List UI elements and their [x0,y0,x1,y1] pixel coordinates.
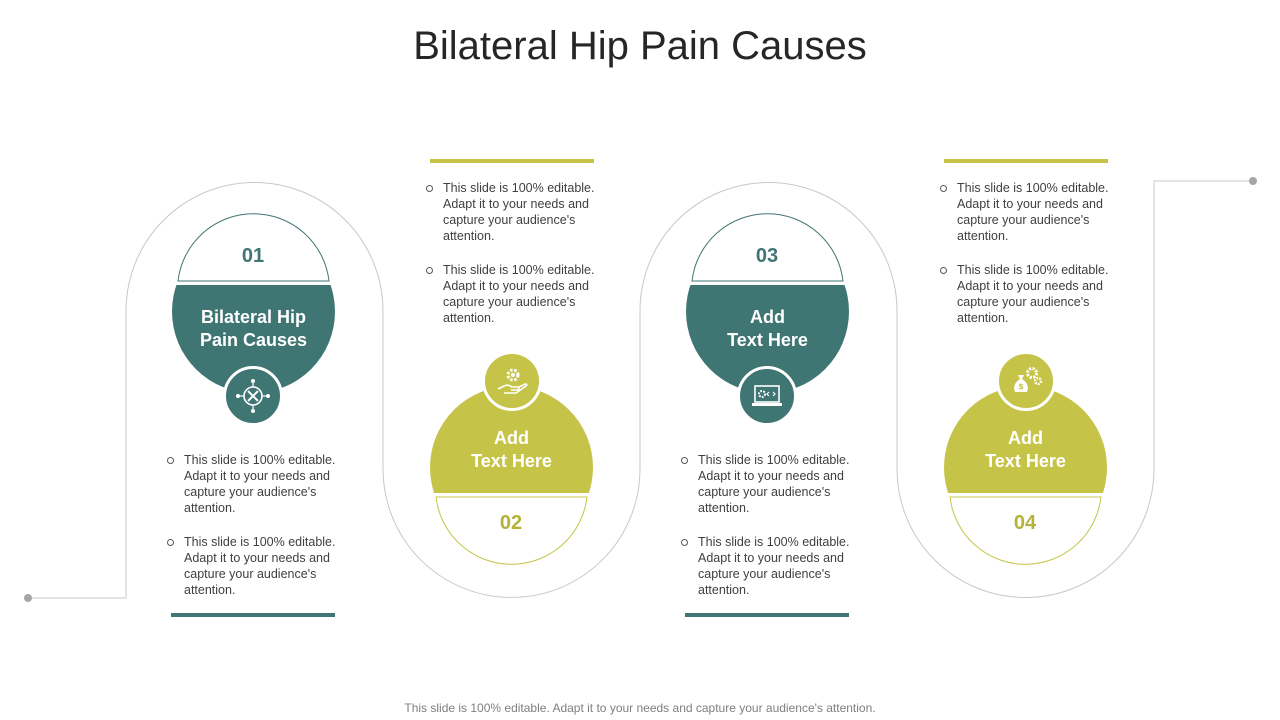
step-03-bullet-2: This slide is 100% editable. Adapt it to… [680,534,855,598]
step-01-bar [171,613,335,617]
step-04-bullet-2: This slide is 100% editable. Adapt it to… [939,262,1114,326]
step-02-bullet-2: This slide is 100% editable. Adapt it to… [425,262,600,326]
step-02-bar [430,159,594,163]
step-02-text: This slide is 100% editable. Adapt it to… [425,180,600,344]
step-04-text: This slide is 100% editable. Adapt it to… [939,180,1114,344]
step-02-icon-disc [482,351,542,411]
step-04-bar [944,159,1108,163]
hand-gear-icon [497,368,528,394]
step-04-number: 04 [1013,512,1037,534]
step-02-bullet-1: This slide is 100% editable. Adapt it to… [425,180,600,244]
money-bag-gears-icon: $ [1014,367,1043,392]
step-03-bar [685,613,849,617]
step-03-icon-disc [737,366,797,426]
footer-note: This slide is 100% editable. Adapt it to… [404,701,876,715]
path-start-dot [24,594,32,602]
step-02-number: 02 [499,512,523,534]
step-02-label: Add Text Here [471,428,552,471]
step-03-number: 03 [755,245,779,267]
tools-network-icon [236,379,270,413]
step-01-bullet-1: This slide is 100% editable. Adapt it to… [166,452,341,516]
page-title: Bilateral Hip Pain Causes [413,24,867,68]
step-01-icon-disc [223,366,283,426]
step-01-label: Bilateral Hip Pain Causes [199,307,308,350]
svg-text:$: $ [1018,382,1024,391]
step-03-text: This slide is 100% editable. Adapt it to… [680,452,855,616]
step-01-number: 01 [241,245,265,267]
step-03-label: Add Text Here [727,307,808,350]
step-04-bullet-1: This slide is 100% editable. Adapt it to… [939,180,1114,244]
step-01-text: This slide is 100% editable. Adapt it to… [166,452,341,616]
path-end-dot [1249,177,1257,185]
laptop-code-icon [752,385,782,406]
step-04-label: Add Text Here [985,428,1066,471]
step-01-bullet-2: This slide is 100% editable. Adapt it to… [166,534,341,598]
step-04-icon-disc: $ [996,351,1056,411]
step-03-bullet-1: This slide is 100% editable. Adapt it to… [680,452,855,516]
